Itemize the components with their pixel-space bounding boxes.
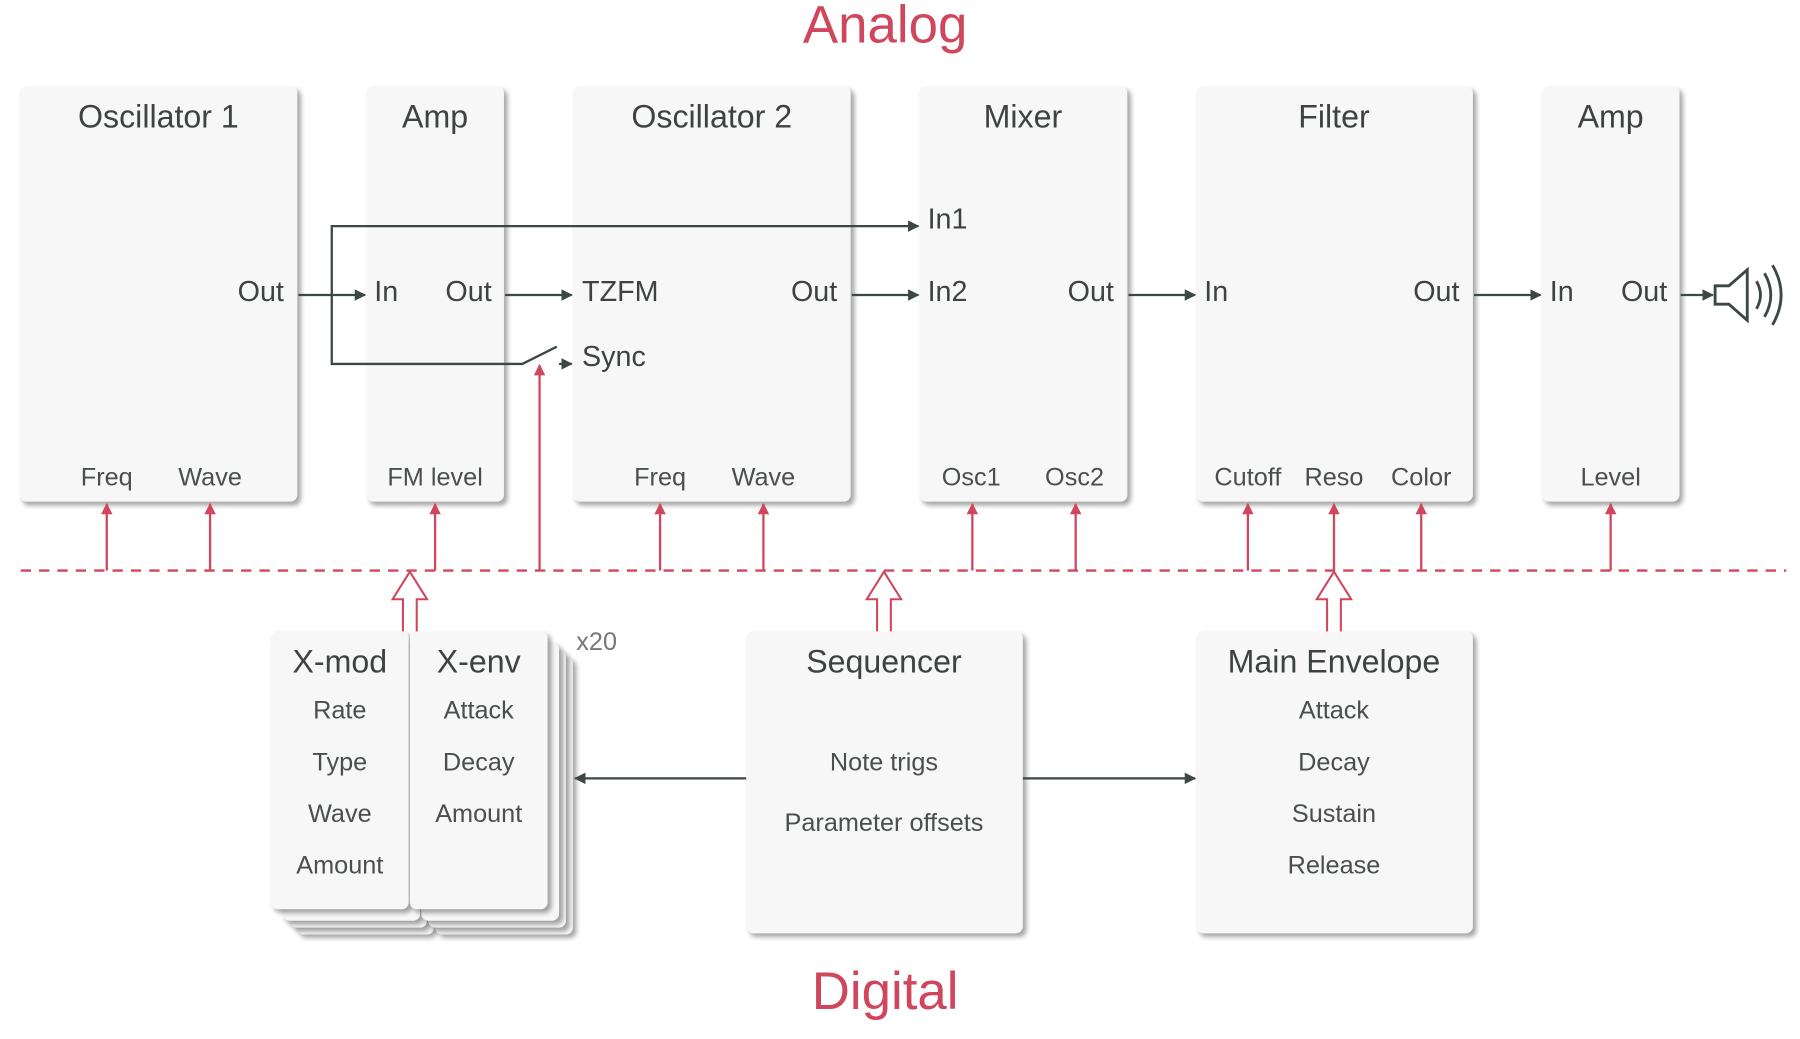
sequencer-module: [746, 631, 1023, 934]
wire-osc1-to-in1: [330, 220, 920, 296]
oscillator-1-module: [19, 86, 298, 502]
section-label-analog: Analog: [802, 0, 968, 54]
oscillator-1-wave-param: Wave: [178, 462, 242, 492]
amp-output-in-label: In: [1549, 275, 1574, 308]
amp-output-title: Amp: [1577, 98, 1644, 135]
xenv-module: [409, 631, 548, 910]
filter-cutoff-param: Cutoff: [1214, 462, 1282, 492]
speaker-icon: [1713, 264, 1783, 326]
amp-output-out-label: Out: [1620, 275, 1668, 308]
filter-out-label: Out: [1413, 275, 1460, 308]
amp-fm-level-param: FM level: [387, 462, 483, 492]
xenv-title: X-env: [436, 644, 521, 680]
section-label-digital: Digital: [811, 960, 959, 1021]
wire-sync-switch: [330, 295, 558, 366]
oscillator-2-module: [572, 86, 851, 502]
amp-fm-out-label: Out: [445, 275, 492, 308]
hollow-arrow-envelope: [1314, 569, 1354, 632]
main-envelope-release-param: Release: [1287, 850, 1381, 880]
filter-in-label: In: [1204, 275, 1229, 308]
main-envelope-decay-param: Decay: [1298, 747, 1370, 777]
mixer-out-label: Out: [1067, 275, 1114, 308]
xmod-rate-param: Rate: [313, 695, 367, 725]
sequencer-parameter-offsets: Parameter offsets: [784, 808, 984, 837]
mixer-osc1-param: Osc1: [941, 462, 1001, 492]
xenv-amount-param: Amount: [435, 799, 523, 828]
mixer-title: Mixer: [983, 98, 1063, 135]
mixer-osc2-param: Osc2: [1045, 462, 1105, 492]
xmod-amount-param: Amount: [296, 850, 384, 880]
main-envelope-module: [1196, 631, 1473, 934]
filter-reso-param: Reso: [1304, 462, 1364, 492]
stack-count-badge: x20: [576, 626, 618, 656]
oscillator-2-wave-param: Wave: [731, 462, 796, 492]
xmod-module: [270, 631, 409, 910]
hollow-arrow-sequencer: [864, 569, 904, 632]
main-envelope-sustain-param: Sustain: [1291, 799, 1377, 828]
main-envelope-title: Main Envelope: [1227, 644, 1441, 680]
mixer-in2-label: In2: [927, 275, 968, 308]
amp-fm-module: [366, 86, 504, 502]
filter-module: [1196, 86, 1473, 502]
filter-color-param: Color: [1391, 462, 1452, 492]
sequencer-note-trigs: Note trigs: [829, 747, 939, 777]
amp-output-level-param: Level: [1580, 462, 1641, 492]
oscillator-2-title: Oscillator 2: [631, 98, 793, 135]
amp-fm-in-label: In: [374, 275, 399, 308]
hollow-arrow-xmods: [390, 569, 429, 632]
amp-output-module: [1541, 86, 1680, 502]
oscillator-2-sync-label: Sync: [582, 340, 646, 374]
xmod-wave-param: Wave: [307, 799, 372, 828]
filter-title: Filter: [1298, 98, 1370, 135]
oscillator-2-out-label: Out: [790, 275, 838, 308]
oscillator-1-title: Oscillator 1: [78, 98, 239, 135]
oscillator-2-tzfm-label: TZFM: [582, 275, 659, 308]
oscillator-2-freq-param: Freq: [634, 462, 687, 492]
xenv-decay-param: Decay: [442, 747, 515, 777]
xmod-type-param: Type: [312, 747, 368, 777]
mixer-module: [919, 86, 1128, 502]
main-envelope-attack-param: Attack: [1298, 695, 1370, 725]
oscillator-1-out-label: Out: [237, 275, 284, 308]
amp-fm-title: Amp: [402, 98, 469, 135]
mixer-in1-label: In1: [927, 203, 968, 236]
xmod-title: X-mod: [292, 644, 388, 680]
sequencer-title: Sequencer: [806, 644, 962, 680]
oscillator-1-freq-param: Freq: [80, 462, 133, 492]
xenv-attack-param: Attack: [443, 695, 514, 725]
